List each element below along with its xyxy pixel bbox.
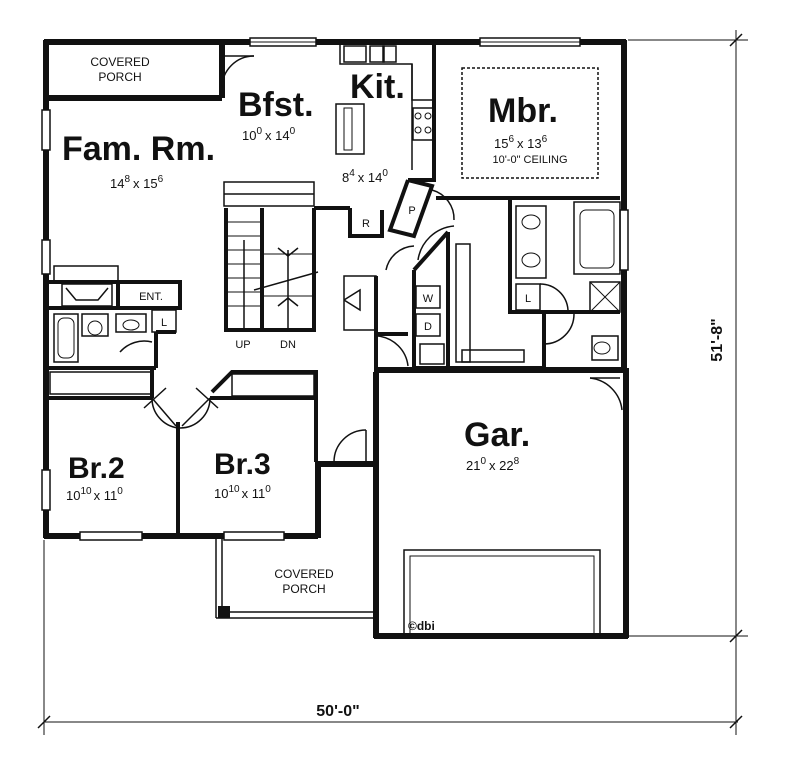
room-name-fam: Fam. Rm. [62,130,215,168]
stairs-up-label: UP [235,339,250,351]
room-name-br2: Br.2 [68,452,125,485]
kitchen-cabinets: R P [335,42,455,239]
stairs: UP DN [223,181,319,351]
room-name-br3: Br.3 [214,448,271,481]
porch-bottom-line1: COVERED [274,567,334,581]
windows [41,37,629,541]
overall-width-label: 50'-0" [316,703,359,720]
porch-bottom-line2: PORCH [282,582,325,596]
dimension-lines [37,30,748,735]
interior-walls: ENT. L [48,196,623,536]
refrigerator-label: R [362,218,370,230]
mbr-ceiling-outline [461,67,599,179]
room-name-bfst: Bfst. [238,86,314,124]
overall-depth-label: 51'-8" [709,318,726,361]
room-name-mbr: Mbr. [488,92,558,130]
master-linen-label: L [525,293,531,305]
mbr-ceiling-note: 10'-0" CEILING [492,154,567,166]
entry-label: ENT. [139,291,163,303]
dryer-label: D [424,321,432,333]
covered-porch-bottom: COVERED PORCH [215,538,376,619]
porch-top-line2: PORCH [98,70,141,84]
copyright-mark: ©dbi [408,619,435,633]
room-name-gar: Gar. [464,416,530,454]
garage-door [403,549,601,636]
stairs-down-label: DN [280,339,296,351]
pantry-label: P [408,205,415,217]
room-name-kit: Kit. [350,68,405,106]
porch-top-line1: COVERED [90,55,150,69]
covered-porch-top: COVERED PORCH [90,55,255,89]
washer-label: W [423,293,434,305]
hall-linen-label: L [161,317,167,329]
svg-text:84x 140: 84x 140 [342,168,388,185]
